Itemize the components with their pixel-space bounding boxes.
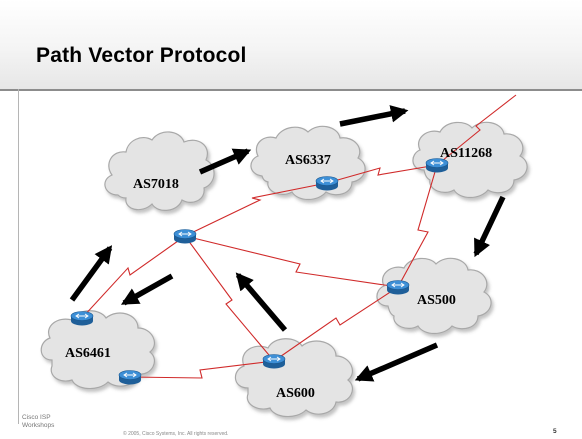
link-as11268-as500 bbox=[397, 164, 438, 288]
router-as600-icon bbox=[262, 354, 286, 369]
arrow-as500-to-as600 bbox=[354, 342, 439, 382]
node-label-as11268: AS11268 bbox=[440, 146, 492, 161]
router-as6461-upper-icon bbox=[70, 311, 94, 326]
router-as6461-lower-icon bbox=[118, 370, 142, 385]
link-as7018-as6461 bbox=[81, 235, 186, 319]
footer-copyright: © 2005, Cisco Systems, Inc. All rights r… bbox=[123, 431, 229, 437]
link-as7018-as600 bbox=[184, 235, 275, 362]
link-group bbox=[81, 94, 517, 379]
link-as600-as6461 bbox=[129, 360, 275, 379]
router-as500-icon bbox=[386, 280, 410, 295]
cloud-as11268 bbox=[412, 121, 528, 199]
footer-line-2: Workshops bbox=[22, 421, 55, 429]
arrow-as7018-to-as6461 bbox=[120, 273, 174, 306]
node-label-as6337: AS6337 bbox=[285, 153, 331, 168]
cloud-as500 bbox=[376, 257, 492, 335]
arrow-group bbox=[69, 105, 506, 382]
margin-rule bbox=[18, 89, 19, 424]
slide-header bbox=[0, 0, 582, 90]
arrow-as7018-to-as6337 bbox=[198, 148, 252, 175]
link-as500-as600 bbox=[273, 286, 399, 362]
node-label-as500: AS500 bbox=[417, 293, 456, 308]
node-label-as600: AS600 bbox=[276, 386, 315, 401]
footer-branding: Cisco ISP Workshops bbox=[22, 414, 54, 429]
router-as7018-icon bbox=[173, 229, 197, 244]
page-number: 5 bbox=[553, 428, 557, 435]
arrow-as6337-to-as11268 bbox=[339, 105, 409, 127]
link-as7018-as500 bbox=[184, 235, 399, 288]
slide-title: Path Vector Protocol bbox=[36, 44, 247, 67]
link-as6337-as11268 bbox=[326, 164, 438, 184]
link-as7018-as6337 bbox=[184, 182, 328, 237]
node-label-as6461: AS6461 bbox=[65, 346, 111, 361]
arrow-as6461-to-as7018 bbox=[69, 245, 113, 302]
arrow-as11268-to-as500 bbox=[473, 195, 506, 258]
arrow-as600-to-as7018 bbox=[235, 272, 288, 332]
cloud-as6461 bbox=[40, 310, 155, 390]
router-as6337-icon bbox=[315, 176, 339, 191]
link-as11268-outside bbox=[436, 94, 517, 166]
cloud-as7018 bbox=[104, 131, 215, 211]
footer-line-1: Cisco ISP bbox=[22, 414, 51, 421]
node-label-as7018: AS7018 bbox=[133, 177, 179, 192]
cloud-as600 bbox=[234, 338, 353, 418]
header-rule bbox=[0, 89, 582, 91]
